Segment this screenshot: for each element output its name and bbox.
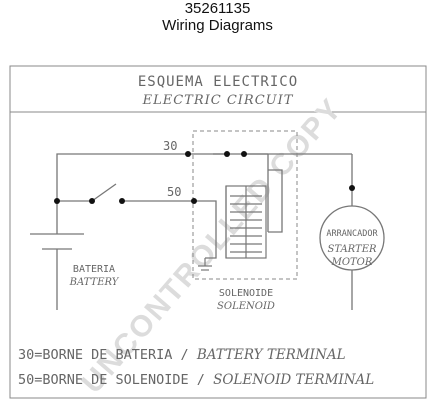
junction-dot <box>54 198 60 204</box>
junction-dots <box>54 151 355 204</box>
terminal-30-label: 30 <box>163 139 177 153</box>
starter-motor-symbol <box>319 205 385 271</box>
junction-dot <box>119 198 125 204</box>
motor-label-en-1: STARTER <box>327 244 377 255</box>
junction-dot <box>191 198 197 204</box>
motor-label-en-2: MOTOR <box>331 257 373 268</box>
terminal-50-label: 50 <box>167 185 181 199</box>
part-number: 35261135 <box>184 0 251 17</box>
legend-50: 50=BORNE DE SOLENOIDE / SOLENOID TERMINA… <box>18 372 374 388</box>
legend-50-en: SOLENOID TERMINAL <box>213 372 374 388</box>
battery-symbol <box>30 233 84 250</box>
junction-dot <box>241 151 247 157</box>
circuit-wires <box>56 153 353 310</box>
legend-30-es: 30=BORNE DE BATERIA / <box>18 347 189 363</box>
legend-50-es: 50=BORNE DE SOLENOIDE / <box>18 372 205 388</box>
solenoid-label-en: SOLENOID <box>217 301 275 312</box>
junction-dot <box>349 185 355 191</box>
junction-dot <box>185 151 191 157</box>
diagram-frame <box>9 65 427 399</box>
page-header: 35261135 Wiring Diagrams <box>0 0 435 35</box>
page-title: Wiring Diagrams <box>162 17 273 34</box>
junction-dot <box>89 198 95 204</box>
solenoid-housing <box>192 130 298 280</box>
motor-label-es: ARRANCADOR <box>326 229 378 239</box>
diagram-title-es: ESQUEMA ELECTRICO <box>138 74 298 90</box>
legend-30: 30=BORNE DE BATERIA / BATTERY TERMINAL <box>18 347 346 363</box>
junction-dot <box>224 151 230 157</box>
battery-label-en: BATTERY <box>69 277 120 288</box>
solenoid-label-es: SOLENOIDE <box>219 288 273 299</box>
solenoid-ground-icon <box>198 258 212 271</box>
battery-label-es: BATERIA <box>73 264 115 275</box>
legend-30-en: BATTERY TERMINAL <box>196 347 346 363</box>
solenoid-coil <box>225 185 267 259</box>
diagram-title-en: ELECTRIC CIRCUIT <box>142 93 294 108</box>
